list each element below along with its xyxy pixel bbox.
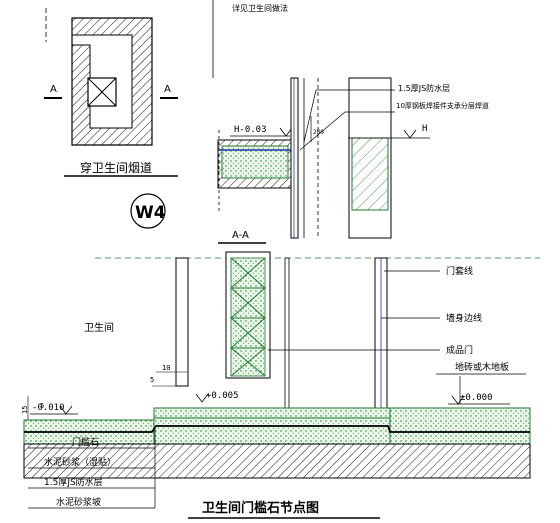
- dim-5a: 5: [150, 376, 154, 384]
- floor-layers: [23, 407, 531, 479]
- level-right: ±0.000: [460, 393, 493, 403]
- aa-title: A-A: [232, 230, 249, 241]
- level-left: -0.010: [32, 403, 65, 413]
- threshold-detail: 门套线 墙身边线 成品门 卫生间 地砖或木地板 10 5 15 5 -0.010…: [21, 251, 540, 519]
- flue-caption: 穿卫生间烟道: [80, 160, 152, 175]
- flue-plan: A A 穿卫生间烟道: [44, 8, 178, 177]
- threshold-stone-label: 门槛石: [72, 436, 99, 448]
- mortar-slope-label: 水泥砂浆坡: [56, 496, 101, 508]
- finished-door-label: 成品门: [446, 344, 473, 356]
- h-mark: H: [422, 124, 427, 134]
- layer-callouts: 门槛石 水泥砂浆（湿贴） 1.5厚JS防水层 水泥砂浆坡: [28, 428, 156, 509]
- section-mark-left: A: [50, 84, 57, 95]
- dim-5b: 5: [40, 402, 44, 410]
- section-detail: 详见卫生间做法 H-0.03 280 1.5厚JS防水层 10厚钢板焊接件支承分…: [212, 0, 489, 244]
- level-mid: +0.005: [206, 391, 239, 401]
- floor-finish-label: 地砖或木地板: [455, 361, 509, 373]
- top-note: 详见卫生间做法: [232, 3, 288, 13]
- detail-badge-text: W4: [135, 203, 166, 223]
- section-mark-right: A: [164, 84, 171, 95]
- bathroom-label: 卫生间: [84, 321, 114, 334]
- door-frame-line-label: 门套线: [446, 265, 473, 277]
- door-leaf: [225, 251, 271, 379]
- waterproof-top-label: 1.5厚JS防水层: [398, 83, 450, 93]
- dim-280: 280: [313, 129, 324, 136]
- level-top: H-0.03: [234, 125, 267, 135]
- waterproof-js-label: 1.5厚JS防水层: [44, 476, 103, 488]
- dim-15: 15: [21, 406, 29, 414]
- steel-mesh-label: 10厚钢板焊接件支承分层焊道: [396, 101, 489, 110]
- wall-edge-line-label: 墙身边线: [446, 312, 482, 324]
- dim-10: 10: [162, 364, 170, 372]
- drawing-title: 卫生间门槛石节点图: [202, 500, 319, 516]
- detail-badge: W4: [130, 193, 166, 229]
- cement-mortar-label: 水泥砂浆（湿贴）: [44, 456, 116, 468]
